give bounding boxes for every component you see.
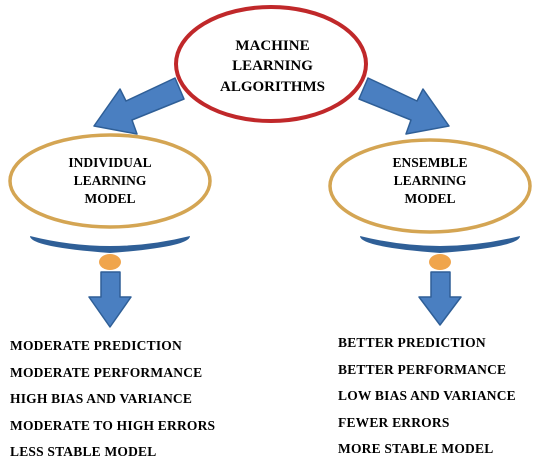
right-balance-bowl xyxy=(360,236,520,253)
right-item-3: LOW BIAS AND VARIANCE xyxy=(338,388,516,403)
left-balance-bowl xyxy=(30,236,190,253)
root-node-label: MACHINE LEARNING ALGORITHMS xyxy=(219,38,325,95)
right-characteristics-list: BETTER PREDICTION BETTER PERFORMANCE LOW… xyxy=(338,330,516,463)
left-down-arrow xyxy=(88,271,132,328)
right-item-5: MORE STABLE MODEL xyxy=(338,441,494,456)
arrow-root-to-left xyxy=(93,77,185,135)
left-item-5: LESS STABLE MODEL xyxy=(10,444,157,459)
left-item-2: MODERATE PERFORMANCE xyxy=(10,364,203,380)
right-down-arrow xyxy=(418,271,462,326)
right-balance-pivot xyxy=(429,254,451,270)
right-item-4: FEWER ERRORS xyxy=(338,414,450,430)
right-node-ellipse xyxy=(328,138,532,234)
left-item-3: HIGH BIAS AND VARIANCE xyxy=(10,391,193,406)
right-item-2: BETTER PERFORMANCE xyxy=(338,361,507,377)
right-item-1: BETTER PREDICTION xyxy=(338,335,486,350)
arrow-root-to-right xyxy=(358,77,450,135)
left-balance-pivot xyxy=(99,254,121,270)
root-node-ellipse xyxy=(174,5,368,123)
left-node-ellipse xyxy=(8,133,212,229)
left-item-4: MODERATE TO HIGH ERRORS xyxy=(10,417,216,433)
left-node-label: INDIVIDUAL LEARNING MODEL xyxy=(68,155,152,207)
left-characteristics-list: MODERATE PREDICTION MODERATE PERFORMANCE… xyxy=(10,333,215,466)
left-item-1: MODERATE PREDICTION xyxy=(10,338,182,353)
right-node-label: ENSEMBLE LEARNING MODEL xyxy=(392,155,468,207)
